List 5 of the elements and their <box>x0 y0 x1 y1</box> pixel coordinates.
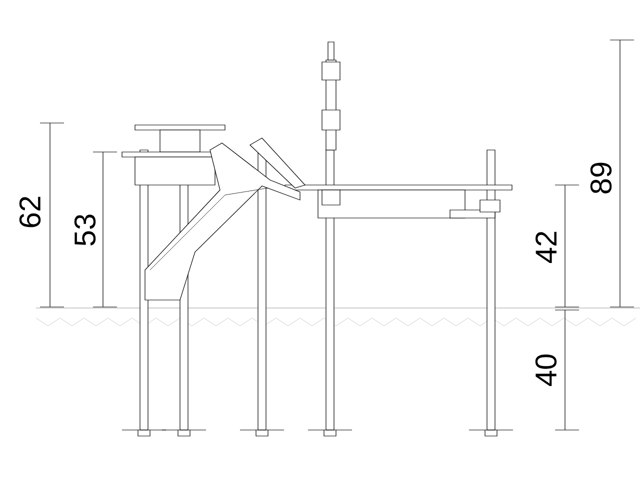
dimension-label: 53 <box>74 214 96 246</box>
dimension-label: 42 <box>536 232 556 263</box>
dimension-label: 89 <box>590 162 612 194</box>
dimension-label: 40 <box>535 354 557 386</box>
dimension-label: 62 <box>19 196 41 228</box>
